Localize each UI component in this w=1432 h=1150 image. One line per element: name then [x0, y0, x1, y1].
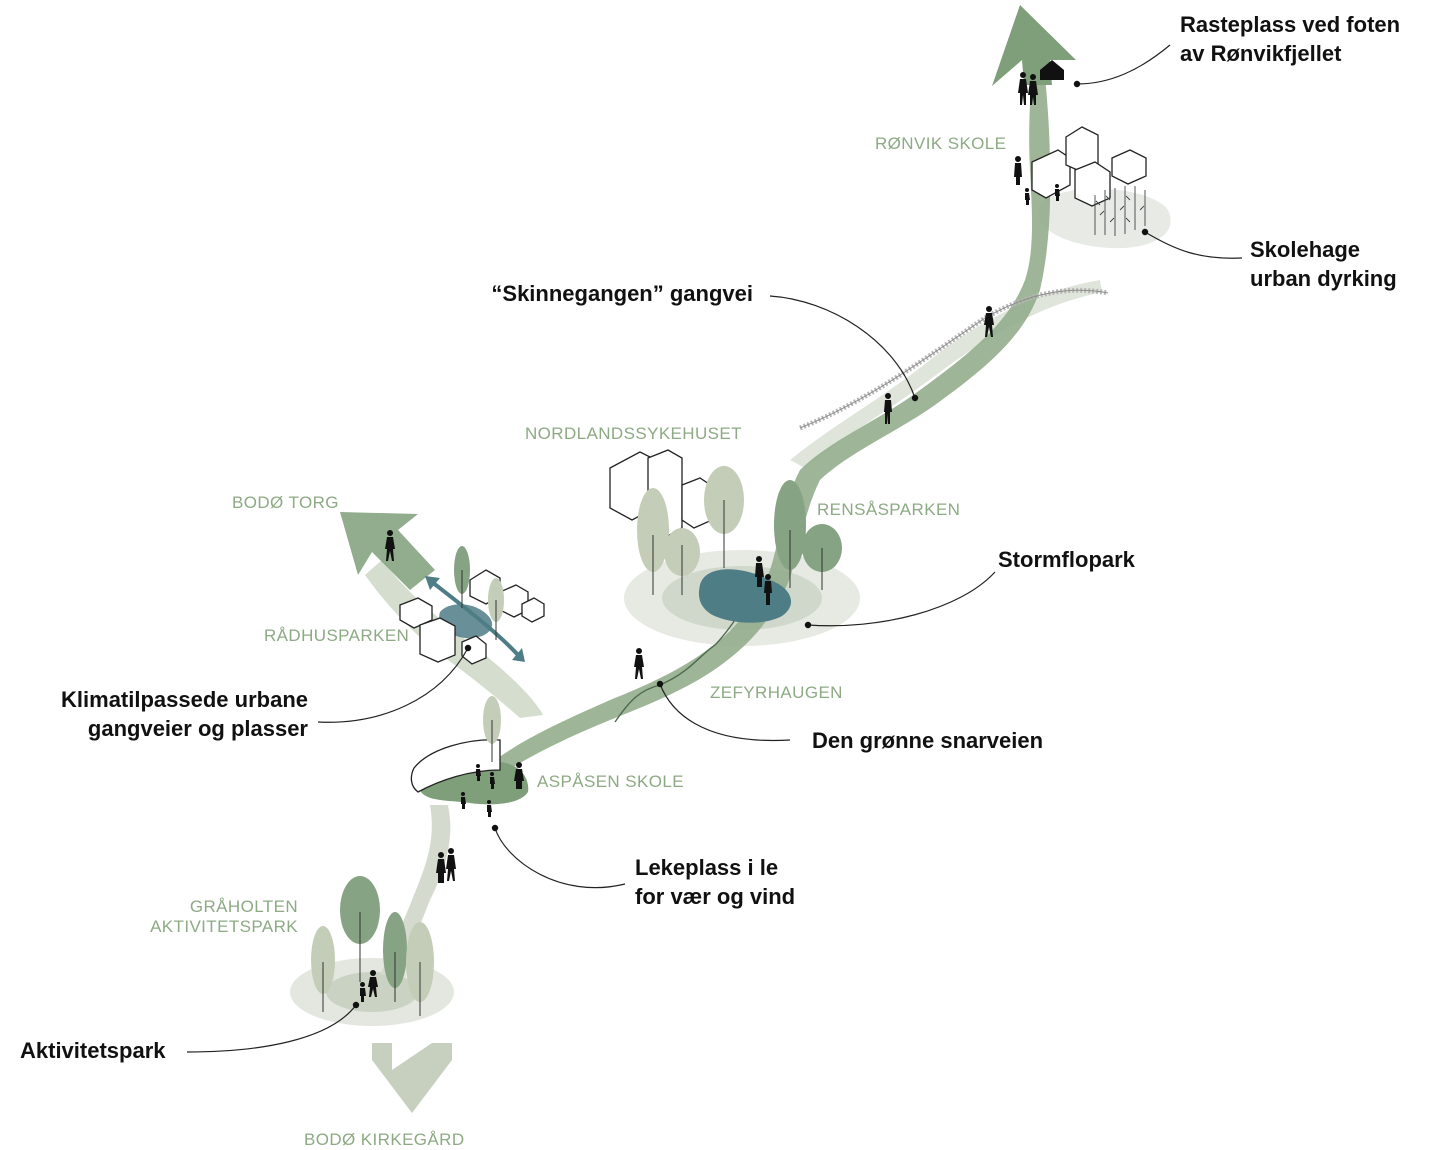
callout-rasteplass-1: Rasteplass ved foten — [1180, 12, 1400, 37]
callout-lekeplass-1: Lekeplass i le — [635, 855, 778, 880]
callout-klimatil-1: Klimatilpassede urbane — [61, 687, 308, 712]
callout-labels: Rasteplass ved foten av Rønvikfjellet Sk… — [20, 12, 1400, 1063]
label-graholten-2: AKTIVITETSPARK — [150, 917, 298, 936]
label-aspasen-skole: ASPÅSEN SKOLE — [537, 772, 684, 791]
trees — [311, 186, 1146, 1016]
callout-rasteplass-2: av Rønvikfjellet — [1180, 41, 1342, 66]
place-labels: RØNVIK SKOLE NORDLANDSSYKEHUSET RENSÅSPA… — [150, 134, 1006, 1149]
buildings — [399, 126, 1147, 793]
label-graholten-1: GRÅHOLTEN — [190, 897, 298, 916]
callout-klimatil-2: gangveier og plasser — [88, 716, 309, 741]
label-bodo-torg: BODØ TORG — [232, 493, 339, 512]
callout-stormflopark: Stormflopark — [998, 547, 1136, 572]
callout-aktivitetspark: Aktivitetspark — [20, 1038, 166, 1063]
callout-lekeplass-2: for vær og vind — [635, 884, 795, 909]
people-silhouettes — [360, 60, 1064, 1002]
callout-skinnegangen: “Skinnegangen” gangvei — [491, 281, 753, 306]
label-bodo-kirkegard: BODØ KIRKEGÅRD — [304, 1130, 465, 1149]
label-ronvik-skole: RØNVIK SKOLE — [875, 134, 1006, 153]
label-nordlandssykehuset: NORDLANDSSYKEHUSET — [525, 424, 742, 443]
label-rensasparken: RENSÅSPARKEN — [817, 500, 960, 519]
railway — [799, 287, 1109, 431]
callout-skolehage-1: Skolehage — [1250, 237, 1360, 262]
label-radhusparken: RÅDHUSPARKEN — [264, 626, 409, 645]
callout-gronne-snarveien: Den grønne snarveien — [812, 728, 1043, 753]
leader-lines — [186, 44, 1243, 1053]
callout-skolehage-2: urban dyrking — [1250, 266, 1397, 291]
label-zefyrhaugen: ZEFYRHAUGEN — [710, 683, 843, 702]
